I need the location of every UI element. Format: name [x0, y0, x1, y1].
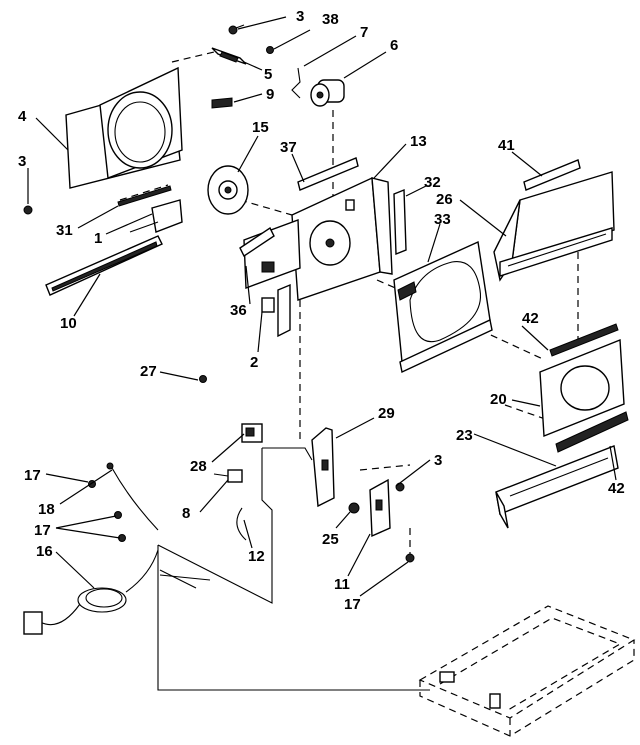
callout-labels: 3 38 7 6 4 5 9 15 3 37 13 41 32 26 31 1 …	[18, 8, 625, 613]
part-18-cable	[106, 462, 159, 531]
callout-9: 9	[266, 86, 274, 103]
callout-15: 15	[252, 119, 269, 136]
callout-28: 28	[190, 458, 207, 475]
part-23-rail	[495, 445, 619, 529]
callout-18: 18	[38, 501, 55, 518]
callout-5: 5	[264, 66, 272, 83]
callout-17-a: 17	[24, 467, 41, 484]
callout-17-b: 17	[34, 522, 51, 539]
callout-16: 16	[36, 543, 53, 560]
part-27-nut	[199, 375, 207, 383]
part-12-wire	[236, 507, 247, 541]
part-5-bracket	[211, 47, 247, 65]
assembly-lines	[119, 51, 579, 560]
part-11-plate	[369, 478, 391, 538]
part-9-block	[211, 97, 233, 109]
callout-25: 25	[322, 531, 339, 548]
part-3-screw-right	[395, 482, 405, 492]
callout-17-c: 17	[344, 596, 361, 613]
part-42-strip-lower	[555, 411, 629, 453]
part-3-screw-top	[228, 24, 245, 35]
leader-lines	[27, 16, 617, 597]
part-10-rail	[45, 235, 163, 296]
callout-41: 41	[498, 137, 515, 154]
part-38-screw	[266, 46, 274, 54]
part-36-plate	[239, 219, 301, 289]
callout-36: 36	[230, 302, 247, 319]
callout-2: 2	[250, 354, 258, 371]
callout-37: 37	[280, 139, 297, 156]
part-37-strip	[297, 157, 359, 191]
wiring-harness	[157, 447, 430, 691]
callout-27: 27	[140, 363, 157, 380]
part-4-front-panel	[65, 66, 183, 189]
callout-38: 38	[322, 11, 339, 28]
part-7-clip	[291, 67, 301, 99]
callout-13: 13	[410, 133, 427, 150]
callout-10: 10	[60, 315, 77, 332]
callout-4: 4	[18, 108, 27, 125]
part-8-connector	[213, 469, 243, 483]
part-16-power-cord	[23, 549, 211, 635]
part-32-strip	[393, 188, 407, 256]
callout-29: 29	[378, 405, 395, 422]
callout-33: 33	[434, 211, 451, 228]
callout-23: 23	[456, 427, 473, 444]
part-3-screw-left	[23, 205, 33, 215]
part-15-fan	[207, 165, 249, 215]
callout-32: 32	[424, 174, 441, 191]
part-17-screw-d	[405, 553, 415, 563]
part-41-strip	[523, 159, 581, 191]
callout-3-right: 3	[434, 452, 442, 469]
part-2-tab	[261, 283, 291, 338]
part-17-screw-b	[114, 511, 122, 519]
callout-8: 8	[182, 505, 190, 522]
callout-42-lower: 42	[608, 480, 625, 497]
callout-3-left: 3	[18, 153, 26, 170]
part-13-housing	[291, 176, 393, 301]
callout-26: 26	[436, 191, 453, 208]
callout-1: 1	[94, 230, 102, 247]
part-29-bracket	[311, 427, 335, 508]
callout-6: 6	[390, 37, 398, 54]
callout-3-top: 3	[296, 8, 304, 25]
callout-7: 7	[360, 24, 368, 41]
callout-12: 12	[248, 548, 265, 565]
callout-20: 20	[490, 391, 507, 408]
part-20-panel	[539, 338, 625, 438]
part-33-scroll	[393, 240, 493, 374]
part-28-switch	[241, 423, 263, 443]
callout-31: 31	[56, 222, 73, 239]
part-31-strip	[117, 185, 172, 207]
part-1-bracket	[129, 199, 183, 233]
part-26-duct	[493, 171, 615, 282]
part-42-strip-upper	[549, 323, 619, 357]
part-6-motor	[310, 79, 345, 107]
callout-42-upper: 42	[522, 310, 539, 327]
base-pan	[418, 605, 636, 737]
part-25-nut	[348, 502, 360, 514]
callout-11: 11	[334, 576, 350, 593]
